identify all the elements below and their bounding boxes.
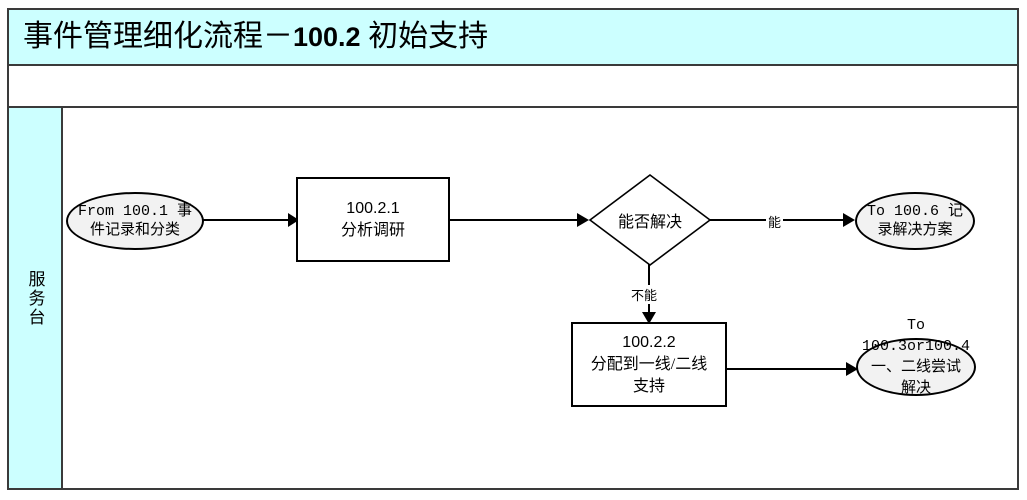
connector-process1-to-decision: [449, 206, 591, 236]
title-band: 事件管理细化流程－100.2 初始支持: [7, 8, 1019, 66]
process2-line3: 支持: [632, 377, 665, 395]
connector-start-to-process1: [200, 206, 300, 236]
connector-process2-to-end-bottom: [726, 355, 862, 385]
connector-decision-to-end-top: [710, 206, 858, 236]
process1-number: 100.2.1: [346, 199, 400, 217]
start-oval-line2: 件记录和分类: [89, 222, 180, 239]
swimlane-body: [63, 108, 1019, 490]
end-oval-bottom-line1: To: [906, 317, 925, 334]
process-box-100-2-1[interactable]: 100.2.1 分析调研: [296, 177, 450, 262]
decision-label: 能否解决: [617, 214, 682, 231]
process2-number: 100.2.2: [622, 333, 676, 351]
title-prefix: 事件管理细化流程－: [23, 20, 293, 53]
process2-line2: 分配到一线/二线: [590, 355, 708, 373]
page-title: 事件管理细化流程－100.2 初始支持: [9, 22, 488, 52]
end-oval-bottom-line4: 解决: [900, 380, 931, 397]
title-suffix: 初始支持: [360, 20, 489, 53]
subheader-row: [7, 66, 1019, 108]
swimlane-label: 服务台: [25, 269, 45, 327]
start-oval-line1: From 100.1 事: [77, 203, 193, 220]
process-box-100-2-2[interactable]: 100.2.2 分配到一线/二线 支持: [571, 322, 727, 407]
edge-label-no: 不能: [629, 285, 660, 304]
end-oval-bottom-line3: 一、二线尝试: [870, 359, 961, 376]
process1-line2: 分析调研: [340, 221, 405, 239]
end-oval-bottom-shape: [856, 338, 976, 396]
swimlane-header: 服务台: [7, 108, 63, 490]
end-oval-to-100-3-or-100-4[interactable]: To 100.3or100.4 一、二线尝试 解决: [856, 315, 976, 419]
decision-diamond-can-resolve[interactable]: 能否解决: [588, 173, 712, 267]
start-oval-from-100-1[interactable]: From 100.1 事 件记录和分类: [66, 192, 204, 250]
title-number: 100.2: [293, 22, 361, 52]
end-oval-top-line1: To 100.6 记: [866, 203, 963, 220]
end-oval-top-line2: 录解决方案: [877, 222, 953, 239]
end-oval-to-100-6[interactable]: To 100.6 记 录解决方案: [855, 192, 975, 250]
end-oval-bottom-line2: 100.3or100.4: [861, 338, 971, 355]
end-oval-bottom-text: To 100.3or100.4 一、二线尝试 解决: [844, 315, 988, 399]
edge-label-yes: 能: [766, 212, 784, 231]
